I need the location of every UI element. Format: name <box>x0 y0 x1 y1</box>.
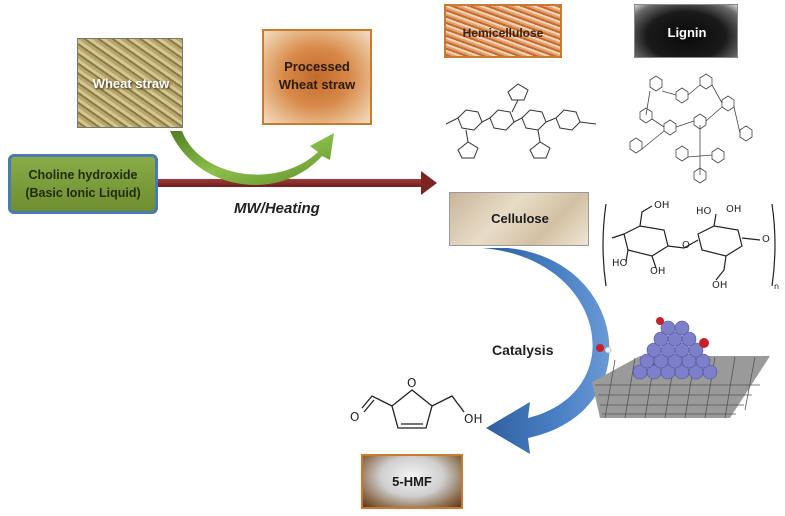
hemicellulose-photo: Hemicellulose <box>444 4 562 58</box>
cellulose-oh-top-left: OH <box>654 200 670 211</box>
catalysis-curved-arrow <box>482 248 610 454</box>
cellulose-label: Cellulose <box>491 211 549 226</box>
cellulose-oh-bottom-right: OH <box>712 280 728 291</box>
choline-hydroxide-label-line1: Choline hydroxide <box>28 168 138 182</box>
processed-wheat-straw-label-line2: Wheat straw <box>278 77 356 92</box>
cellulose-photo: Cellulose <box>449 192 589 246</box>
hmf-aldehyde-oxygen: O <box>350 410 360 424</box>
wheat-straw-label: Wheat straw <box>92 76 170 91</box>
processed-wheat-straw-label-line1: Processed <box>284 59 350 74</box>
cellulose-repeat-n: n <box>774 282 780 291</box>
hmf-structure <box>361 389 465 429</box>
hmf-hydroxyl: OH <box>464 412 483 426</box>
cellulose-oh-right: OH <box>726 204 742 215</box>
choline-hydroxide-box: Choline hydroxide (Basic Ionic Liquid) <box>8 154 158 214</box>
mw-heating-label: MW/Heating <box>234 200 320 217</box>
mw-heating-arrow <box>158 171 437 195</box>
cellulose-ho-left: HO <box>612 258 628 269</box>
cellulose-o-bridge: O <box>682 240 690 251</box>
cellulose-ho-right: HO <box>696 206 712 217</box>
lignin-label: Lignin <box>667 25 707 40</box>
cellulose-o-right: O <box>762 234 770 245</box>
processing-curved-arrow <box>170 131 334 185</box>
hemicellulose-structure <box>445 83 597 159</box>
hmf-ring-oxygen: O <box>407 376 417 390</box>
lignin-structure <box>629 73 753 184</box>
hmf-photo: 5-HMF <box>361 454 463 509</box>
lignin-photo: Lignin <box>634 4 738 58</box>
choline-hydroxide-label-line2: (Basic Ionic Liquid) <box>25 186 141 200</box>
cellulose-oh-bottom-left: OH <box>650 266 666 277</box>
processed-wheat-straw-photo: Processed Wheat straw <box>262 29 372 125</box>
catalyst-nanoparticle-illustration <box>592 317 770 419</box>
cellulose-structure <box>602 203 776 287</box>
catalysis-label: Catalysis <box>492 342 554 358</box>
hemicellulose-label: Hemicellulose <box>462 26 544 40</box>
hmf-label: 5-HMF <box>392 474 432 489</box>
wheat-straw-photo: Wheat straw <box>77 38 183 128</box>
